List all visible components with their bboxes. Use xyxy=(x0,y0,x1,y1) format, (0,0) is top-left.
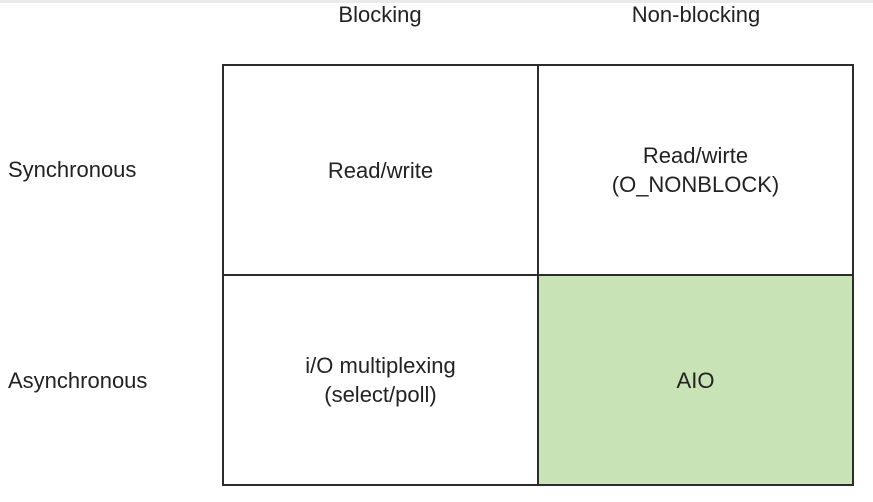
io-model-matrix: Read/write Read/wirte (O_NONBLOCK) i/O m… xyxy=(222,64,854,486)
row-header-asynchronous: Asynchronous xyxy=(8,368,148,393)
cell-sync-blocking-line-1: Read/write xyxy=(327,157,434,183)
cell-sync-blocking: Read/write xyxy=(224,66,539,276)
cell-sync-nonblocking-line-2: (O_NONBLOCK) xyxy=(611,172,780,197)
row-header-synchronous: Synchronous xyxy=(8,157,137,182)
column-header-non-blocking: Non-blocking xyxy=(631,2,761,27)
cell-sync-nonblocking-line-1: Read/wirte xyxy=(642,143,749,168)
cell-async-blocking: i/O multiplexing (select/poll) xyxy=(224,276,539,484)
cell-async-nonblocking: AIO xyxy=(539,276,852,484)
top-edge-line xyxy=(0,0,873,3)
cell-async-nonblocking-line-1: AIO xyxy=(676,367,715,393)
column-header-blocking: Blocking xyxy=(338,2,422,27)
cell-async-blocking-line-2: (select/poll) xyxy=(324,382,437,407)
cell-async-blocking-line-1: i/O multiplexing xyxy=(305,353,456,378)
cell-sync-nonblocking: Read/wirte (O_NONBLOCK) xyxy=(539,66,852,276)
